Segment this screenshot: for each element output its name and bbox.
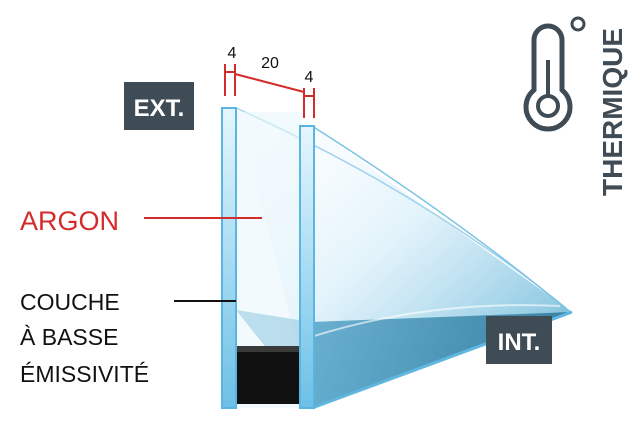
thermometer-bulb (536, 94, 560, 118)
dim-line (234, 73, 305, 93)
dim-outer-glass: 4 (228, 45, 237, 62)
exterior-badge: EXT. (124, 82, 194, 130)
low-e-label-line2: À BASSE (20, 324, 118, 350)
interior-label: INT. (498, 329, 541, 356)
dimension-markers (224, 64, 315, 118)
argon-label: ARGON (20, 206, 119, 236)
outer-glass-pane (221, 107, 237, 409)
thermometer-icon (523, 16, 586, 132)
spacer-bar-top (236, 346, 300, 352)
interior-badge: INT. (486, 316, 552, 364)
low-e-label-line3: ÉMISSIVITÉ (20, 361, 149, 387)
thermal-label: THERMIQUE (597, 28, 628, 196)
dim-inner-glass: 4 (305, 69, 314, 86)
inner-glass-pane (299, 125, 315, 409)
low-e-label-line1: COUCHE (20, 289, 120, 315)
interior-badge-bg (486, 316, 552, 364)
exterior-badge-bg (124, 82, 194, 130)
degree-symbol (570, 16, 586, 32)
thermometer-outline (523, 23, 573, 132)
exterior-label: EXT. (134, 95, 185, 122)
wedge-edge-line (311, 125, 571, 313)
wedge-reflection (313, 304, 561, 337)
dim-gap: 20 (261, 55, 279, 72)
spacer-bar (236, 346, 300, 404)
